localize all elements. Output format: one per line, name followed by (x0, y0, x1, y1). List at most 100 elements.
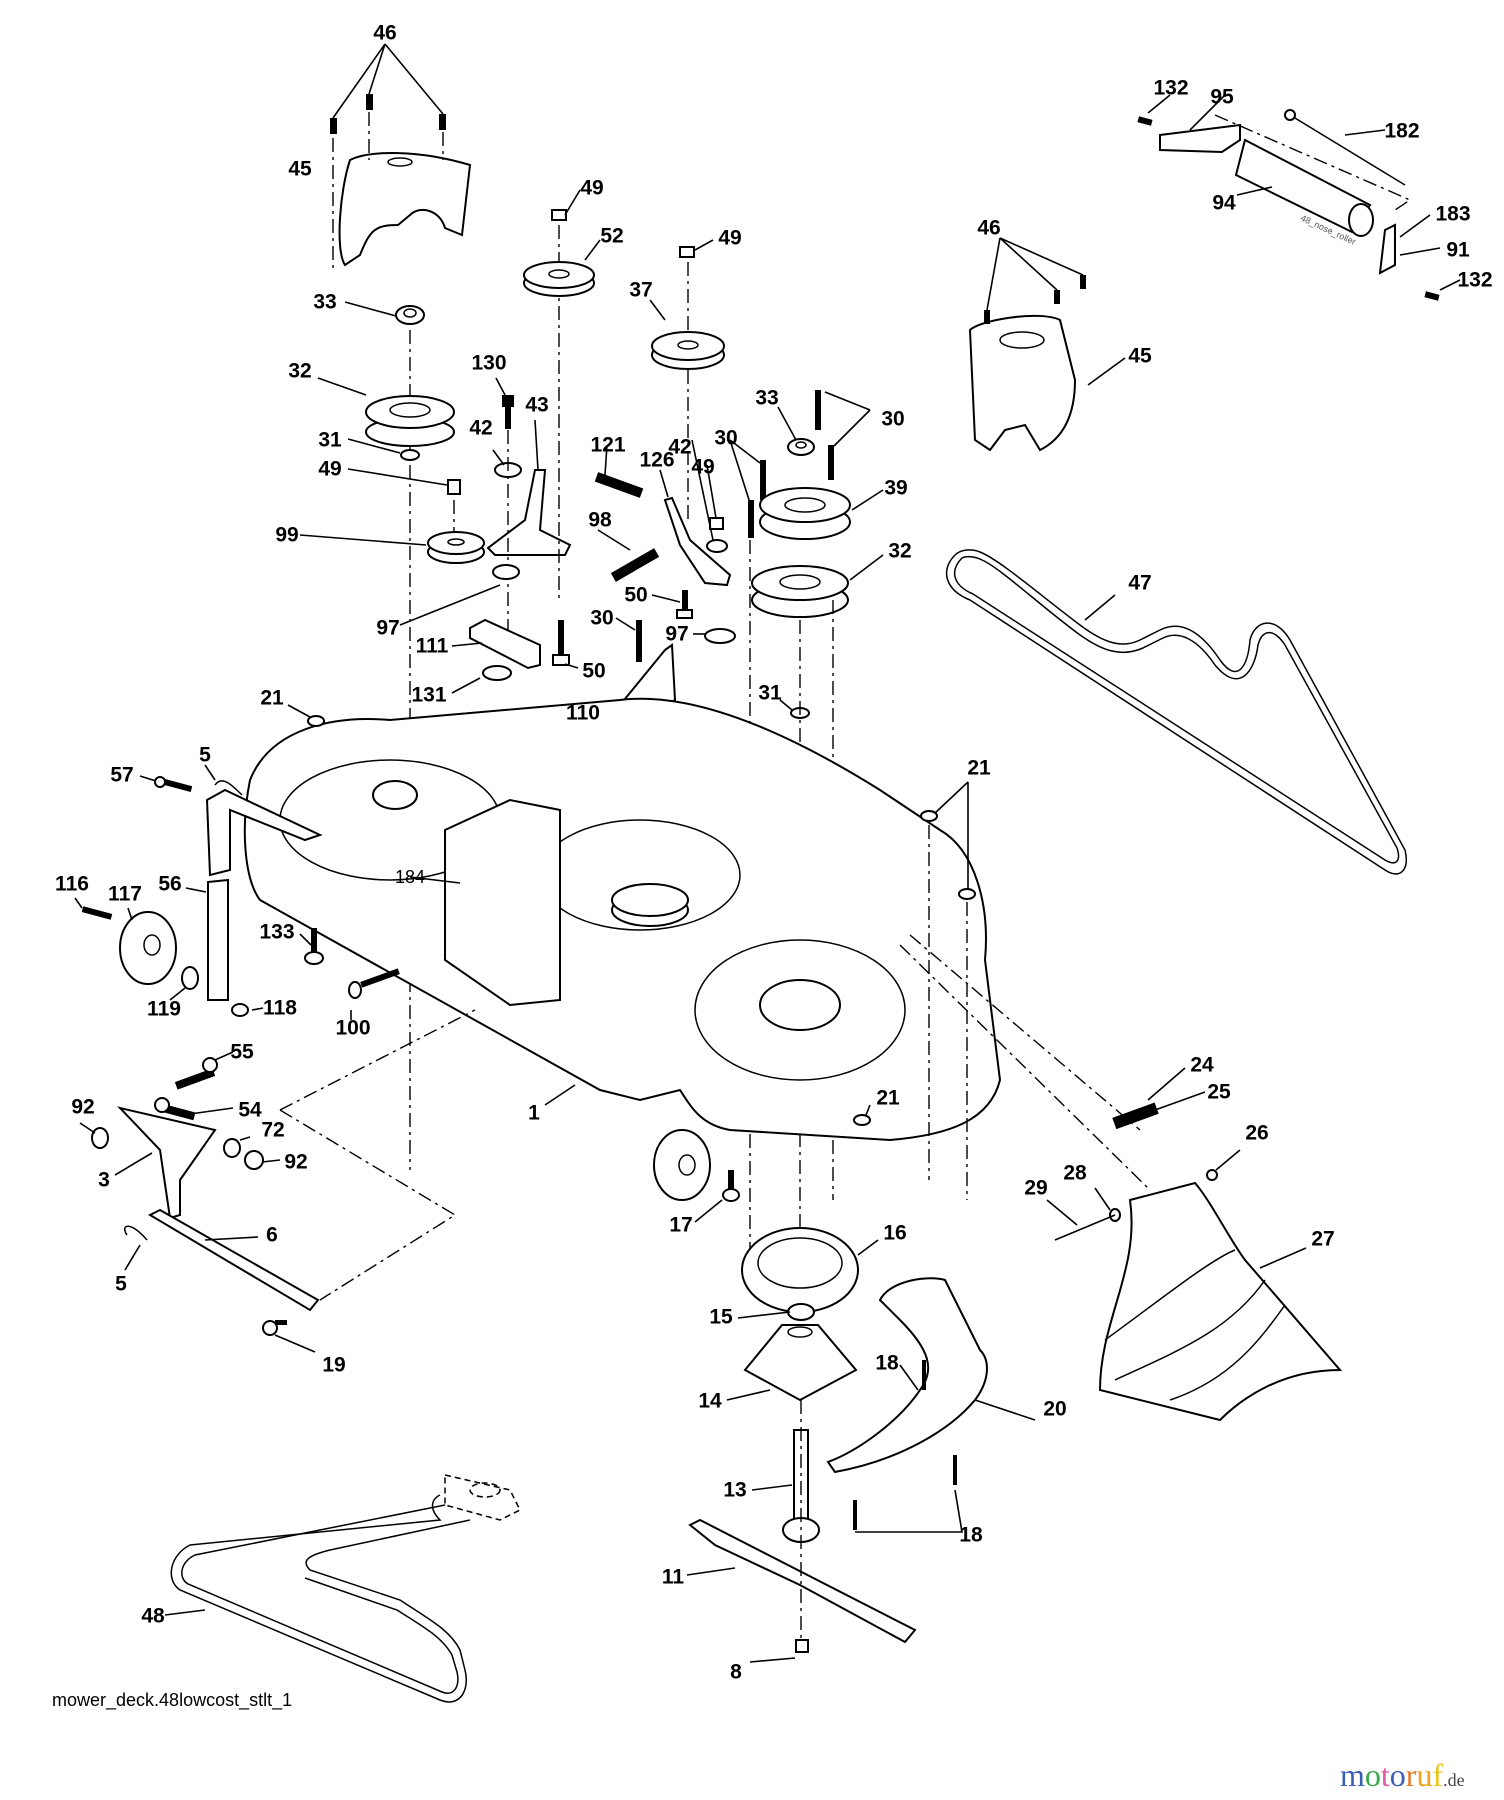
callout-50[interactable]: 50 (624, 583, 648, 607)
callout-13[interactable]: 13 (723, 1478, 747, 1502)
callout-118[interactable]: 118 (263, 996, 297, 1020)
watermark-letter: t (1380, 1757, 1390, 1793)
callout-18[interactable]: 18 (875, 1351, 899, 1375)
nut-21 (853, 1114, 871, 1126)
callout-14[interactable]: 14 (698, 1389, 722, 1413)
callout-72[interactable]: 72 (261, 1118, 285, 1142)
callout-31[interactable]: 31 (318, 428, 342, 452)
callout-25[interactable]: 25 (1207, 1080, 1231, 1104)
callout-49[interactable]: 49 (718, 226, 742, 250)
callout-33[interactable]: 33 (313, 290, 337, 314)
washer-97 (492, 564, 520, 580)
callout-30[interactable]: 30 (714, 426, 738, 450)
callout-42[interactable]: 42 (469, 416, 493, 440)
callout-37[interactable]: 37 (629, 278, 653, 302)
callout-45[interactable]: 45 (288, 157, 312, 181)
washer-42 (706, 539, 728, 553)
callout-133[interactable]: 133 (259, 920, 295, 944)
callout-46[interactable]: 46 (977, 216, 1001, 240)
pin-29 (1054, 1214, 1116, 1241)
callout-48[interactable]: 48 (141, 1604, 165, 1628)
callout-47[interactable]: 47 (1128, 571, 1152, 595)
nut-21 (307, 715, 325, 727)
callout-95[interactable]: 95 (1210, 85, 1234, 109)
callout-91[interactable]: 91 (1446, 238, 1470, 262)
callout-54[interactable]: 54 (238, 1098, 262, 1122)
callout-29[interactable]: 29 (1024, 1176, 1048, 1200)
callout-94[interactable]: 94 (1212, 191, 1236, 215)
callout-117[interactable]: 117 (108, 882, 142, 906)
callout-183[interactable]: 183 (1435, 202, 1471, 226)
callout-15[interactable]: 15 (709, 1305, 733, 1329)
callout-119[interactable]: 119 (147, 997, 181, 1021)
callout-49[interactable]: 49 (691, 455, 715, 479)
callout-18[interactable]: 18 (959, 1523, 983, 1547)
callout-46[interactable]: 46 (373, 21, 397, 45)
callout-16[interactable]: 16 (883, 1221, 907, 1245)
callout-100[interactable]: 100 (335, 1016, 371, 1040)
callout-57[interactable]: 57 (110, 763, 134, 787)
callout-121[interactable]: 121 (590, 433, 626, 457)
callout-131[interactable]: 131 (411, 683, 447, 707)
callout-5[interactable]: 5 (115, 1272, 127, 1296)
callout-45[interactable]: 45 (1128, 344, 1152, 368)
callout-32[interactable]: 32 (888, 539, 912, 563)
callout-31[interactable]: 31 (758, 681, 782, 705)
callout-30[interactable]: 30 (881, 407, 905, 431)
callout-21[interactable]: 21 (260, 686, 284, 710)
belt-cover-right (968, 314, 1077, 452)
callout-17[interactable]: 17 (669, 1213, 693, 1237)
callout-3[interactable]: 3 (98, 1168, 110, 1192)
nut-33 (395, 305, 425, 325)
callout-21[interactable]: 21 (967, 756, 991, 780)
callout-110[interactable]: 110 (566, 701, 600, 725)
callout-55[interactable]: 55 (230, 1040, 254, 1064)
callout-50[interactable]: 50 (582, 659, 606, 683)
callout-130[interactable]: 130 (471, 351, 507, 375)
callout-111[interactable]: 111 (415, 634, 449, 658)
callout-116[interactable]: 116 (55, 872, 89, 896)
callout-5[interactable]: 5 (199, 743, 211, 767)
callout-26[interactable]: 26 (1245, 1121, 1269, 1145)
nut-92 (244, 1150, 264, 1170)
bolt-50 (552, 620, 570, 666)
callout-30[interactable]: 30 (590, 606, 614, 630)
callout-24[interactable]: 24 (1190, 1053, 1214, 1077)
callout-43[interactable]: 43 (525, 393, 549, 417)
callout-49[interactable]: 49 (580, 176, 604, 200)
callout-39[interactable]: 39 (884, 476, 908, 500)
callout-21[interactable]: 21 (876, 1086, 900, 1110)
callout-99[interactable]: 99 (275, 523, 299, 547)
bolt-55 (174, 1057, 218, 1090)
callout-11[interactable]: 11 (661, 1565, 685, 1589)
callout-1[interactable]: 1 (528, 1101, 540, 1125)
callout-97[interactable]: 97 (665, 622, 689, 646)
belt-48 (170, 1494, 471, 1703)
callout-92[interactable]: 92 (71, 1095, 95, 1119)
nut-92 (91, 1127, 109, 1149)
callout-19[interactable]: 19 (322, 1353, 346, 1377)
callout-92[interactable]: 92 (284, 1150, 308, 1174)
callout-20[interactable]: 20 (1043, 1397, 1067, 1421)
callout-56[interactable]: 56 (158, 872, 182, 896)
callout-27[interactable]: 27 (1311, 1227, 1335, 1251)
bolt-19 (262, 1320, 287, 1336)
watermark-letter: o (1389, 1757, 1406, 1793)
callout-97[interactable]: 97 (376, 616, 400, 640)
callout-28[interactable]: 28 (1063, 1161, 1087, 1185)
callout-33[interactable]: 33 (755, 386, 779, 410)
callout-42[interactable]: 42 (668, 435, 692, 459)
callout-6[interactable]: 6 (266, 1223, 278, 1247)
callout-52[interactable]: 52 (600, 224, 624, 248)
belt-47 (945, 549, 1407, 875)
callout-8[interactable]: 8 (730, 1660, 742, 1684)
callout-49[interactable]: 49 (318, 457, 342, 481)
callout-184[interactable]: 184 (394, 867, 426, 887)
callout-126[interactable]: 126 (639, 448, 675, 472)
callout-132[interactable]: 132 (1457, 268, 1493, 292)
callout-182[interactable]: 182 (1384, 119, 1420, 143)
callout-98[interactable]: 98 (588, 508, 612, 532)
callout-132[interactable]: 132 (1153, 76, 1189, 100)
callout-32[interactable]: 32 (288, 359, 312, 383)
nut-21 (958, 888, 976, 900)
